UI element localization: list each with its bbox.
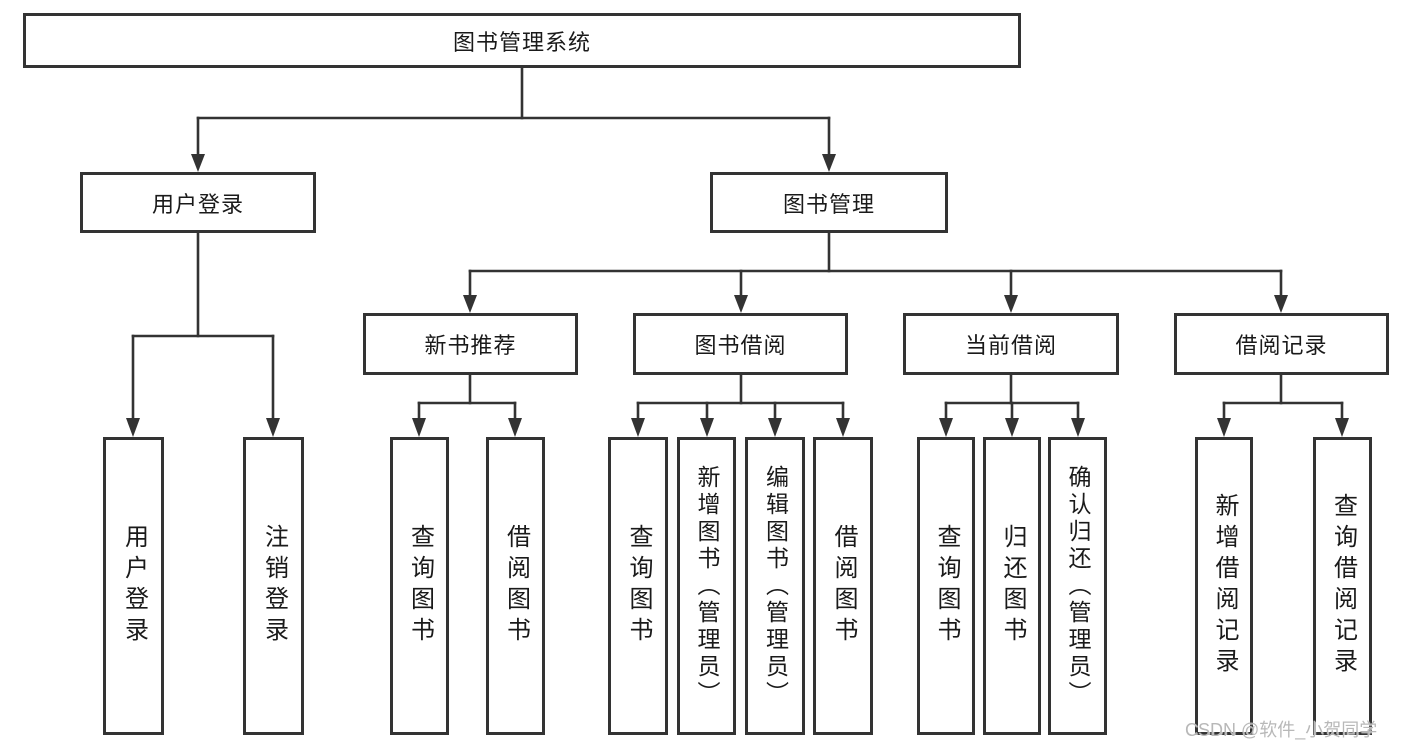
node-label: 确认归还（管理员） bbox=[1065, 464, 1091, 708]
node-label: 查询借阅记录 bbox=[1329, 493, 1357, 679]
node-edit-book-admin: 编辑图书（管理员） bbox=[745, 437, 805, 735]
node-label: 查询图书 bbox=[625, 524, 652, 648]
node-label: 用户登录 bbox=[151, 191, 244, 217]
node-return-book: 归还图书 bbox=[983, 437, 1041, 735]
node-label: 图书管理系统 bbox=[452, 29, 591, 55]
node-borrowing-records: 借阅记录 bbox=[1174, 313, 1389, 375]
node-borrow-books-borrowing: 借阅图书 bbox=[813, 437, 873, 735]
node-label: 编辑图书（管理员） bbox=[762, 464, 789, 708]
node-query-books-recommend: 查询图书 bbox=[390, 437, 449, 735]
node-query-books-borrowing: 查询图书 bbox=[608, 437, 668, 735]
node-query-books-current: 查询图书 bbox=[917, 437, 975, 735]
node-user-login: 用户登录 bbox=[80, 172, 316, 233]
node-library-system: 图书管理系统 bbox=[23, 13, 1021, 68]
node-label: 查询图书 bbox=[933, 524, 960, 648]
node-current-borrowing: 当前借阅 bbox=[903, 313, 1119, 375]
node-label: 新增借阅记录 bbox=[1211, 493, 1238, 679]
node-label: 注销登录 bbox=[260, 524, 288, 648]
node-add-borrow-record: 新增借阅记录 bbox=[1195, 437, 1253, 735]
node-logout: 注销登录 bbox=[243, 437, 304, 735]
node-label: 归还图书 bbox=[999, 524, 1026, 648]
node-label: 当前借阅 bbox=[964, 333, 1057, 358]
node-book-management: 图书管理 bbox=[710, 172, 948, 233]
node-label: 借阅图书 bbox=[830, 524, 857, 648]
node-label: 新书推荐 bbox=[424, 333, 517, 358]
node-add-book-admin: 新增图书（管理员） bbox=[677, 437, 736, 735]
node-label: 借阅图书 bbox=[502, 524, 530, 648]
node-login: 用户登录 bbox=[103, 437, 164, 735]
node-label: 查询图书 bbox=[406, 524, 434, 648]
node-label: 借阅记录 bbox=[1235, 333, 1328, 358]
node-borrow-books-recommend: 借阅图书 bbox=[486, 437, 545, 735]
node-label: 用户登录 bbox=[120, 524, 148, 648]
node-confirm-return-admin: 确认归还（管理员） bbox=[1048, 437, 1107, 735]
node-book-borrowing: 图书借阅 bbox=[633, 313, 848, 375]
node-new-book-recommend: 新书推荐 bbox=[363, 313, 578, 375]
node-label: 图书借阅 bbox=[694, 333, 787, 358]
csdn-watermark: CSDN @软件_小贺同学 bbox=[1185, 720, 1378, 740]
node-query-borrow-record: 查询借阅记录 bbox=[1313, 437, 1372, 735]
node-label: 图书管理 bbox=[782, 191, 875, 217]
node-label: 新增图书（管理员） bbox=[694, 464, 720, 708]
